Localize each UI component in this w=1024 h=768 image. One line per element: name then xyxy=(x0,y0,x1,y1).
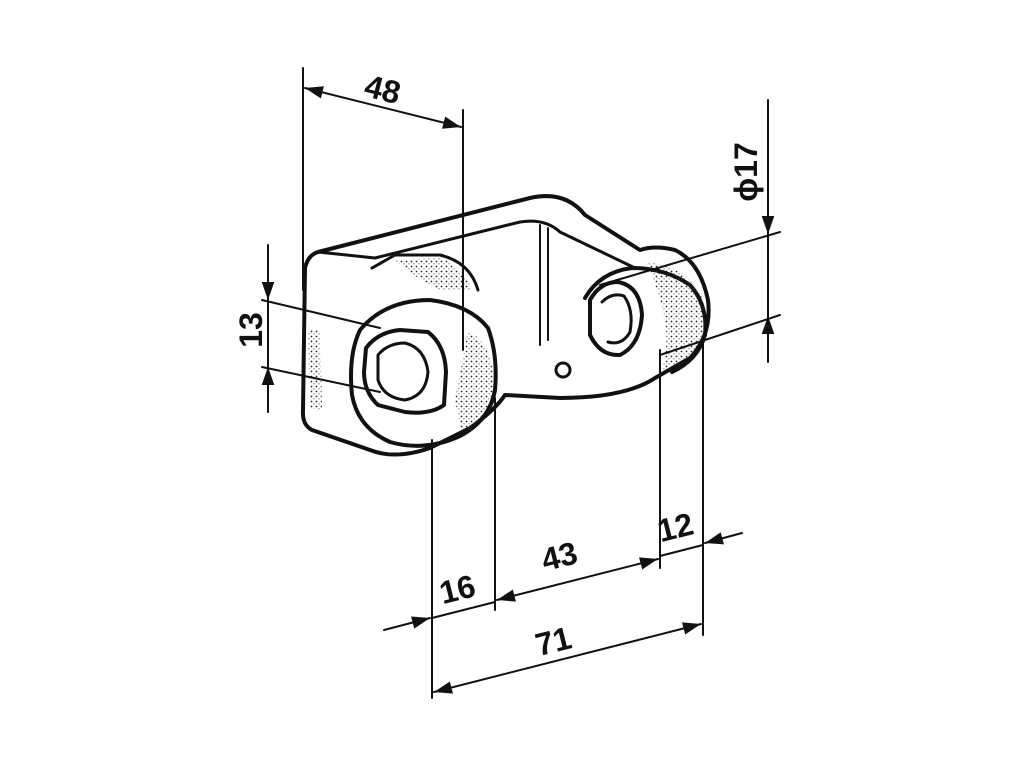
left-face-shading xyxy=(308,330,322,410)
dimension-13-label: 13 xyxy=(233,312,269,348)
right-boss-shading xyxy=(648,262,705,370)
groove-line xyxy=(539,224,549,346)
part-outline xyxy=(300,194,711,457)
dimension-17-label: ϕ17 xyxy=(728,142,764,202)
dimension-lines xyxy=(261,67,781,699)
dimension-71-label: 71 xyxy=(532,620,575,664)
left-bore xyxy=(362,328,448,415)
left-bore-inner xyxy=(376,341,430,402)
slot-edge xyxy=(370,253,480,292)
dimension-43-label: 43 xyxy=(538,535,581,579)
slot-shading xyxy=(395,258,472,290)
right-bore-inner xyxy=(600,293,633,345)
dimension-48-label: 48 xyxy=(361,68,404,112)
small-hole xyxy=(554,361,572,379)
left-boss-outer xyxy=(349,298,498,448)
dimension-12-label: 12 xyxy=(654,506,697,550)
dimension-16-label: 16 xyxy=(436,568,479,612)
bracket-part xyxy=(300,194,711,457)
left-boss-shading xyxy=(455,330,494,434)
top-face-edge xyxy=(316,219,637,270)
